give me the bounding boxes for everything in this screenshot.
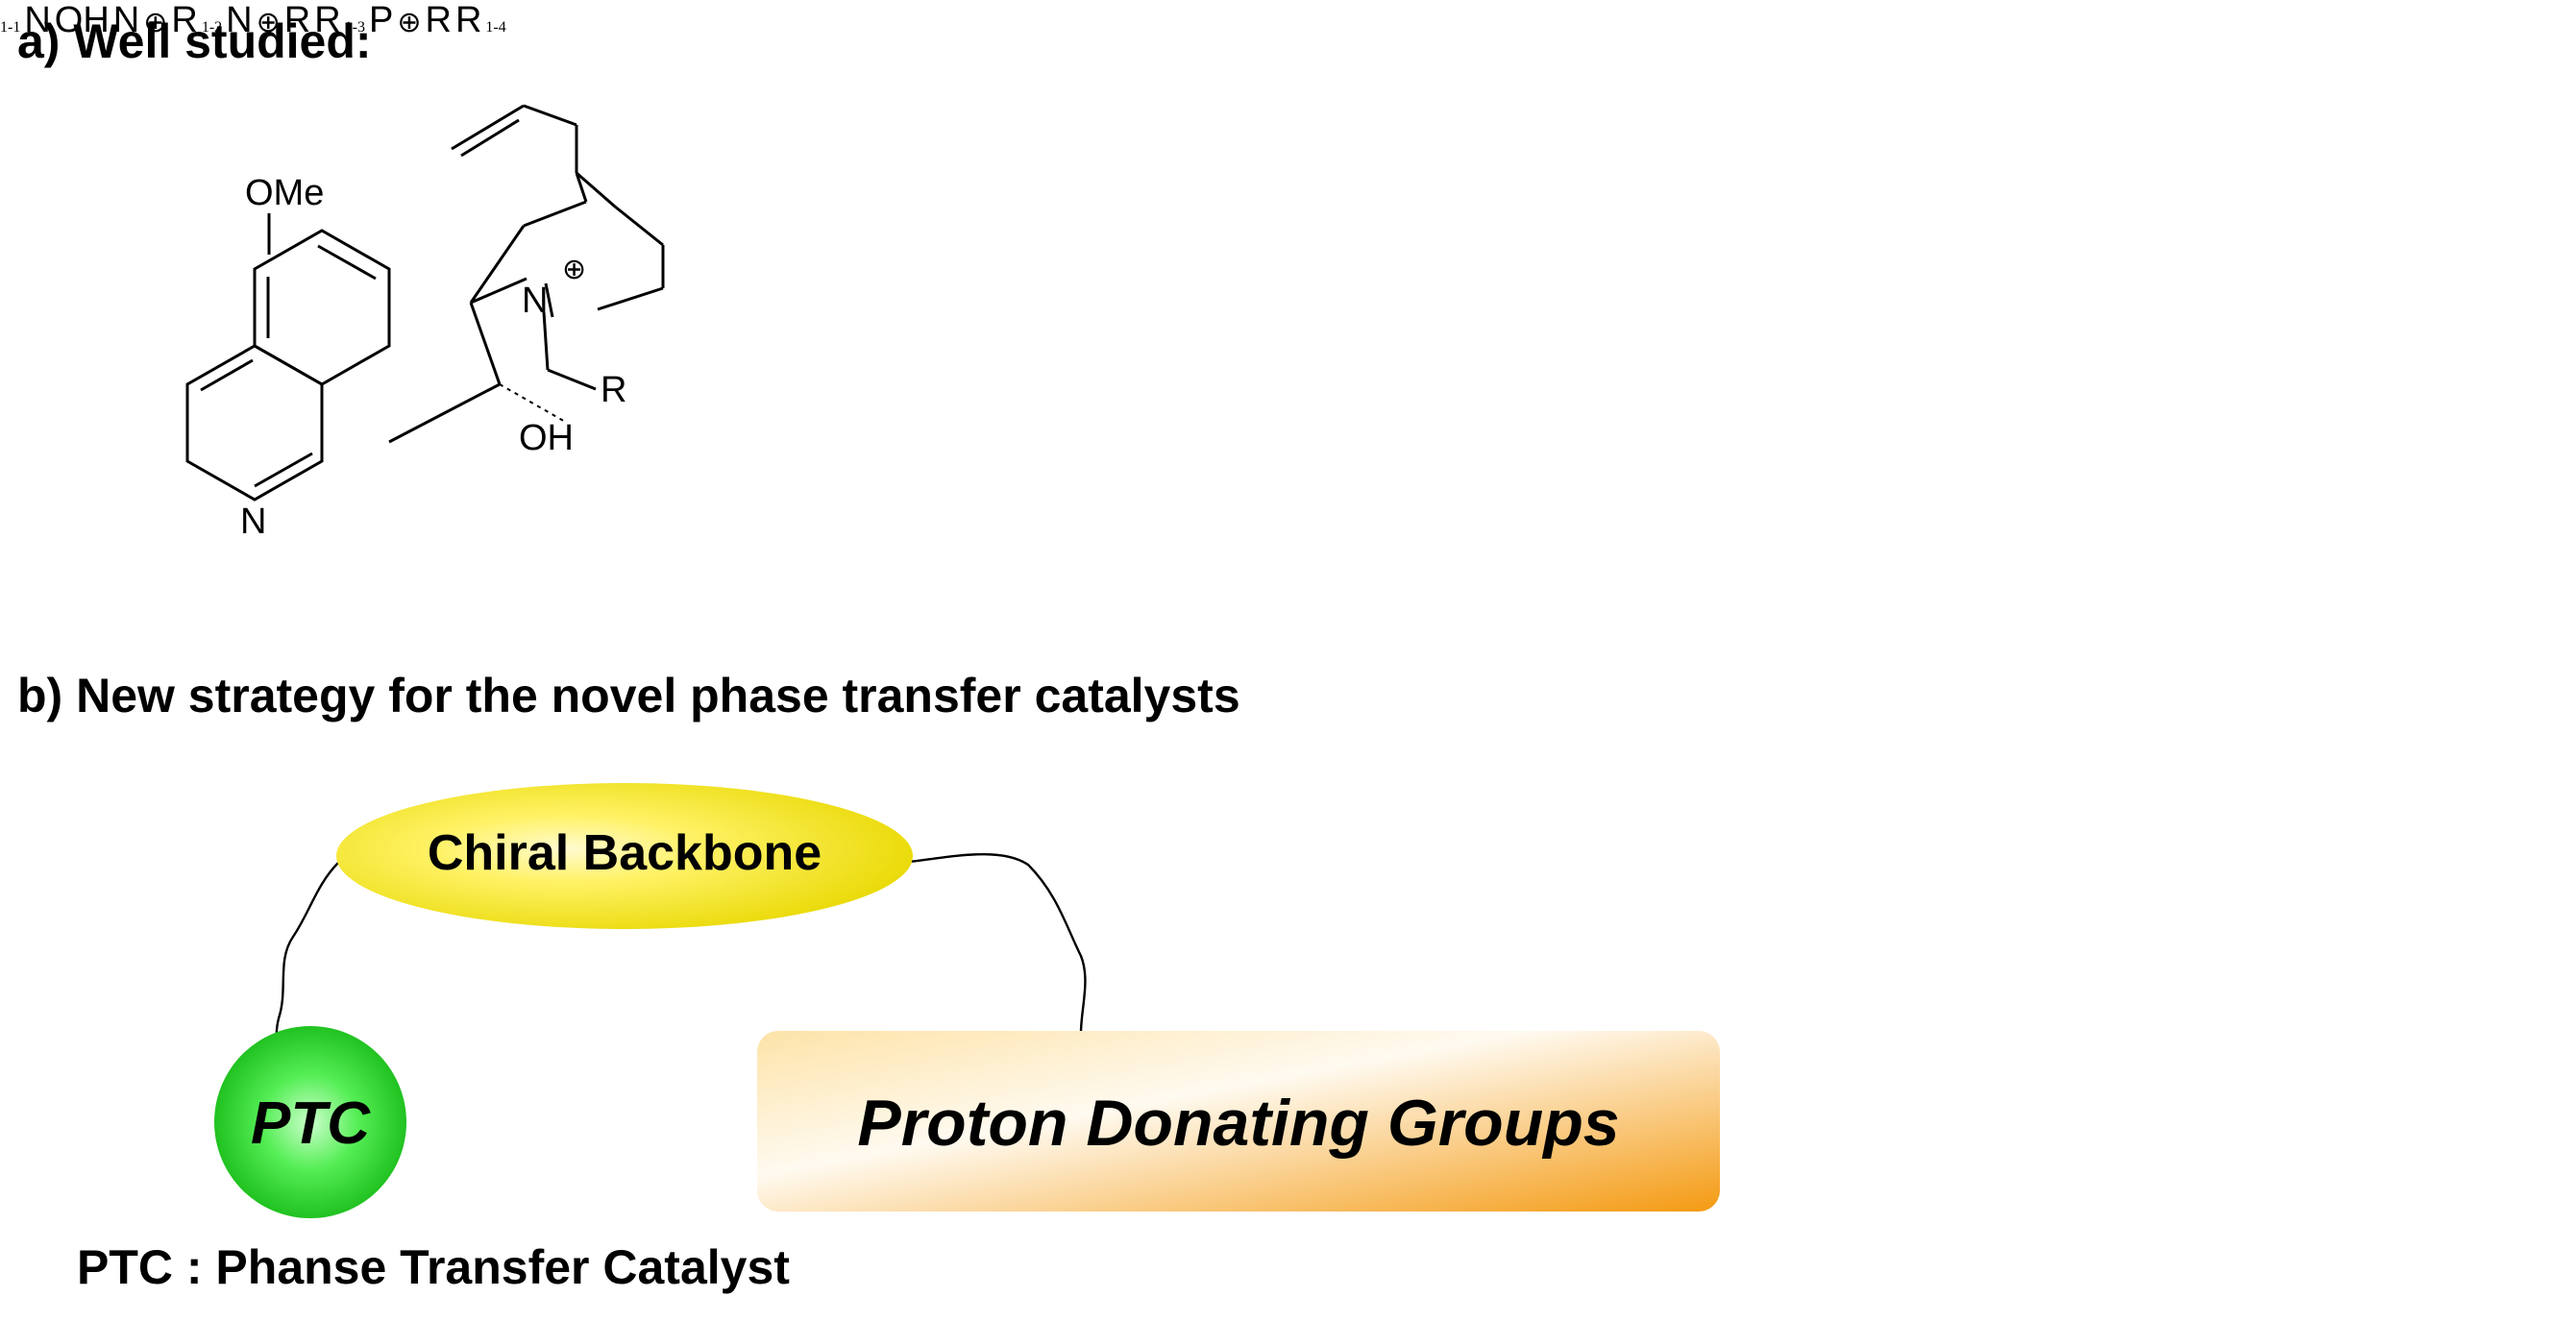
compound-1-1-charge: ⊕: [562, 253, 586, 286]
backbone-proton-connector: [907, 852, 1087, 1034]
compound-1-2-structure: N OH N ⊕ R: [24, 0, 202, 40]
compound-1-1-label: 1-1: [0, 19, 21, 36]
ptc-node: PTC: [214, 1026, 406, 1218]
compound-1-1-amine-n: N: [522, 281, 548, 321]
compound-1-2-oh: OH: [54, 0, 110, 40]
compound-1-3-r2: R: [314, 0, 341, 40]
compound-1-1-ome: OMe: [245, 173, 324, 213]
section-b-title: b) New strategy for the novel phase tran…: [17, 669, 1240, 722]
ptc-label: PTC: [251, 1090, 371, 1157]
section-a-title: a) Well studied:: [17, 14, 372, 68]
chemical-structures: OMe N OH N ⊕ R: [185, 104, 665, 542]
strategy-diagram: Chiral Backbone PTC Proton Donating Grou…: [214, 783, 1720, 1218]
chiral-backbone-node: Chiral Backbone: [336, 783, 913, 929]
backbone-ptc-connector: [275, 862, 339, 1056]
compound-1-1-oh: OH: [519, 418, 574, 458]
compound-1-4-center: P: [368, 0, 394, 40]
compound-1-3-center: N: [226, 0, 253, 40]
compound-1-4-charge: ⊕: [397, 6, 422, 39]
ptc-footnote: PTC : Phanse Transfer Catalyst: [77, 1240, 790, 1294]
compound-1-3-structure: N ⊕ R R: [226, 0, 345, 40]
compound-1-3-charge: ⊕: [256, 6, 281, 39]
compound-1-4-label: 1-4: [485, 19, 506, 36]
ptc-sphere: [214, 1026, 406, 1218]
chiral-backbone-label: Chiral Backbone: [428, 825, 822, 881]
compound-1-2-ring-n: N: [24, 0, 51, 40]
proton-donating-box: [757, 1031, 1720, 1212]
compound-1-3-r1: R: [283, 0, 311, 40]
compound-1-4-structure: P ⊕ R R: [369, 0, 485, 40]
compound-1-4-r1: R: [425, 0, 452, 40]
proton-donating-label: Proton Donating Groups: [857, 1087, 1619, 1160]
compound-1-2-r: R: [171, 0, 198, 40]
compound-1-1-r: R: [601, 370, 626, 410]
compound-1-1-structure: OMe N OH N ⊕ R: [185, 104, 665, 542]
compound-1-1-ring-n: N: [240, 502, 266, 542]
chiral-backbone-ellipse: [336, 783, 913, 929]
compound-1-2-label: 1-2: [201, 19, 223, 36]
proton-donating-node: Proton Donating Groups: [757, 1031, 1720, 1212]
compound-1-2-charge: ⊕: [143, 6, 168, 39]
compound-1-2-amine-n: N: [112, 0, 140, 40]
compound-1-4-r2: R: [454, 0, 482, 40]
compound-1-3-label: 1-3: [344, 19, 365, 36]
